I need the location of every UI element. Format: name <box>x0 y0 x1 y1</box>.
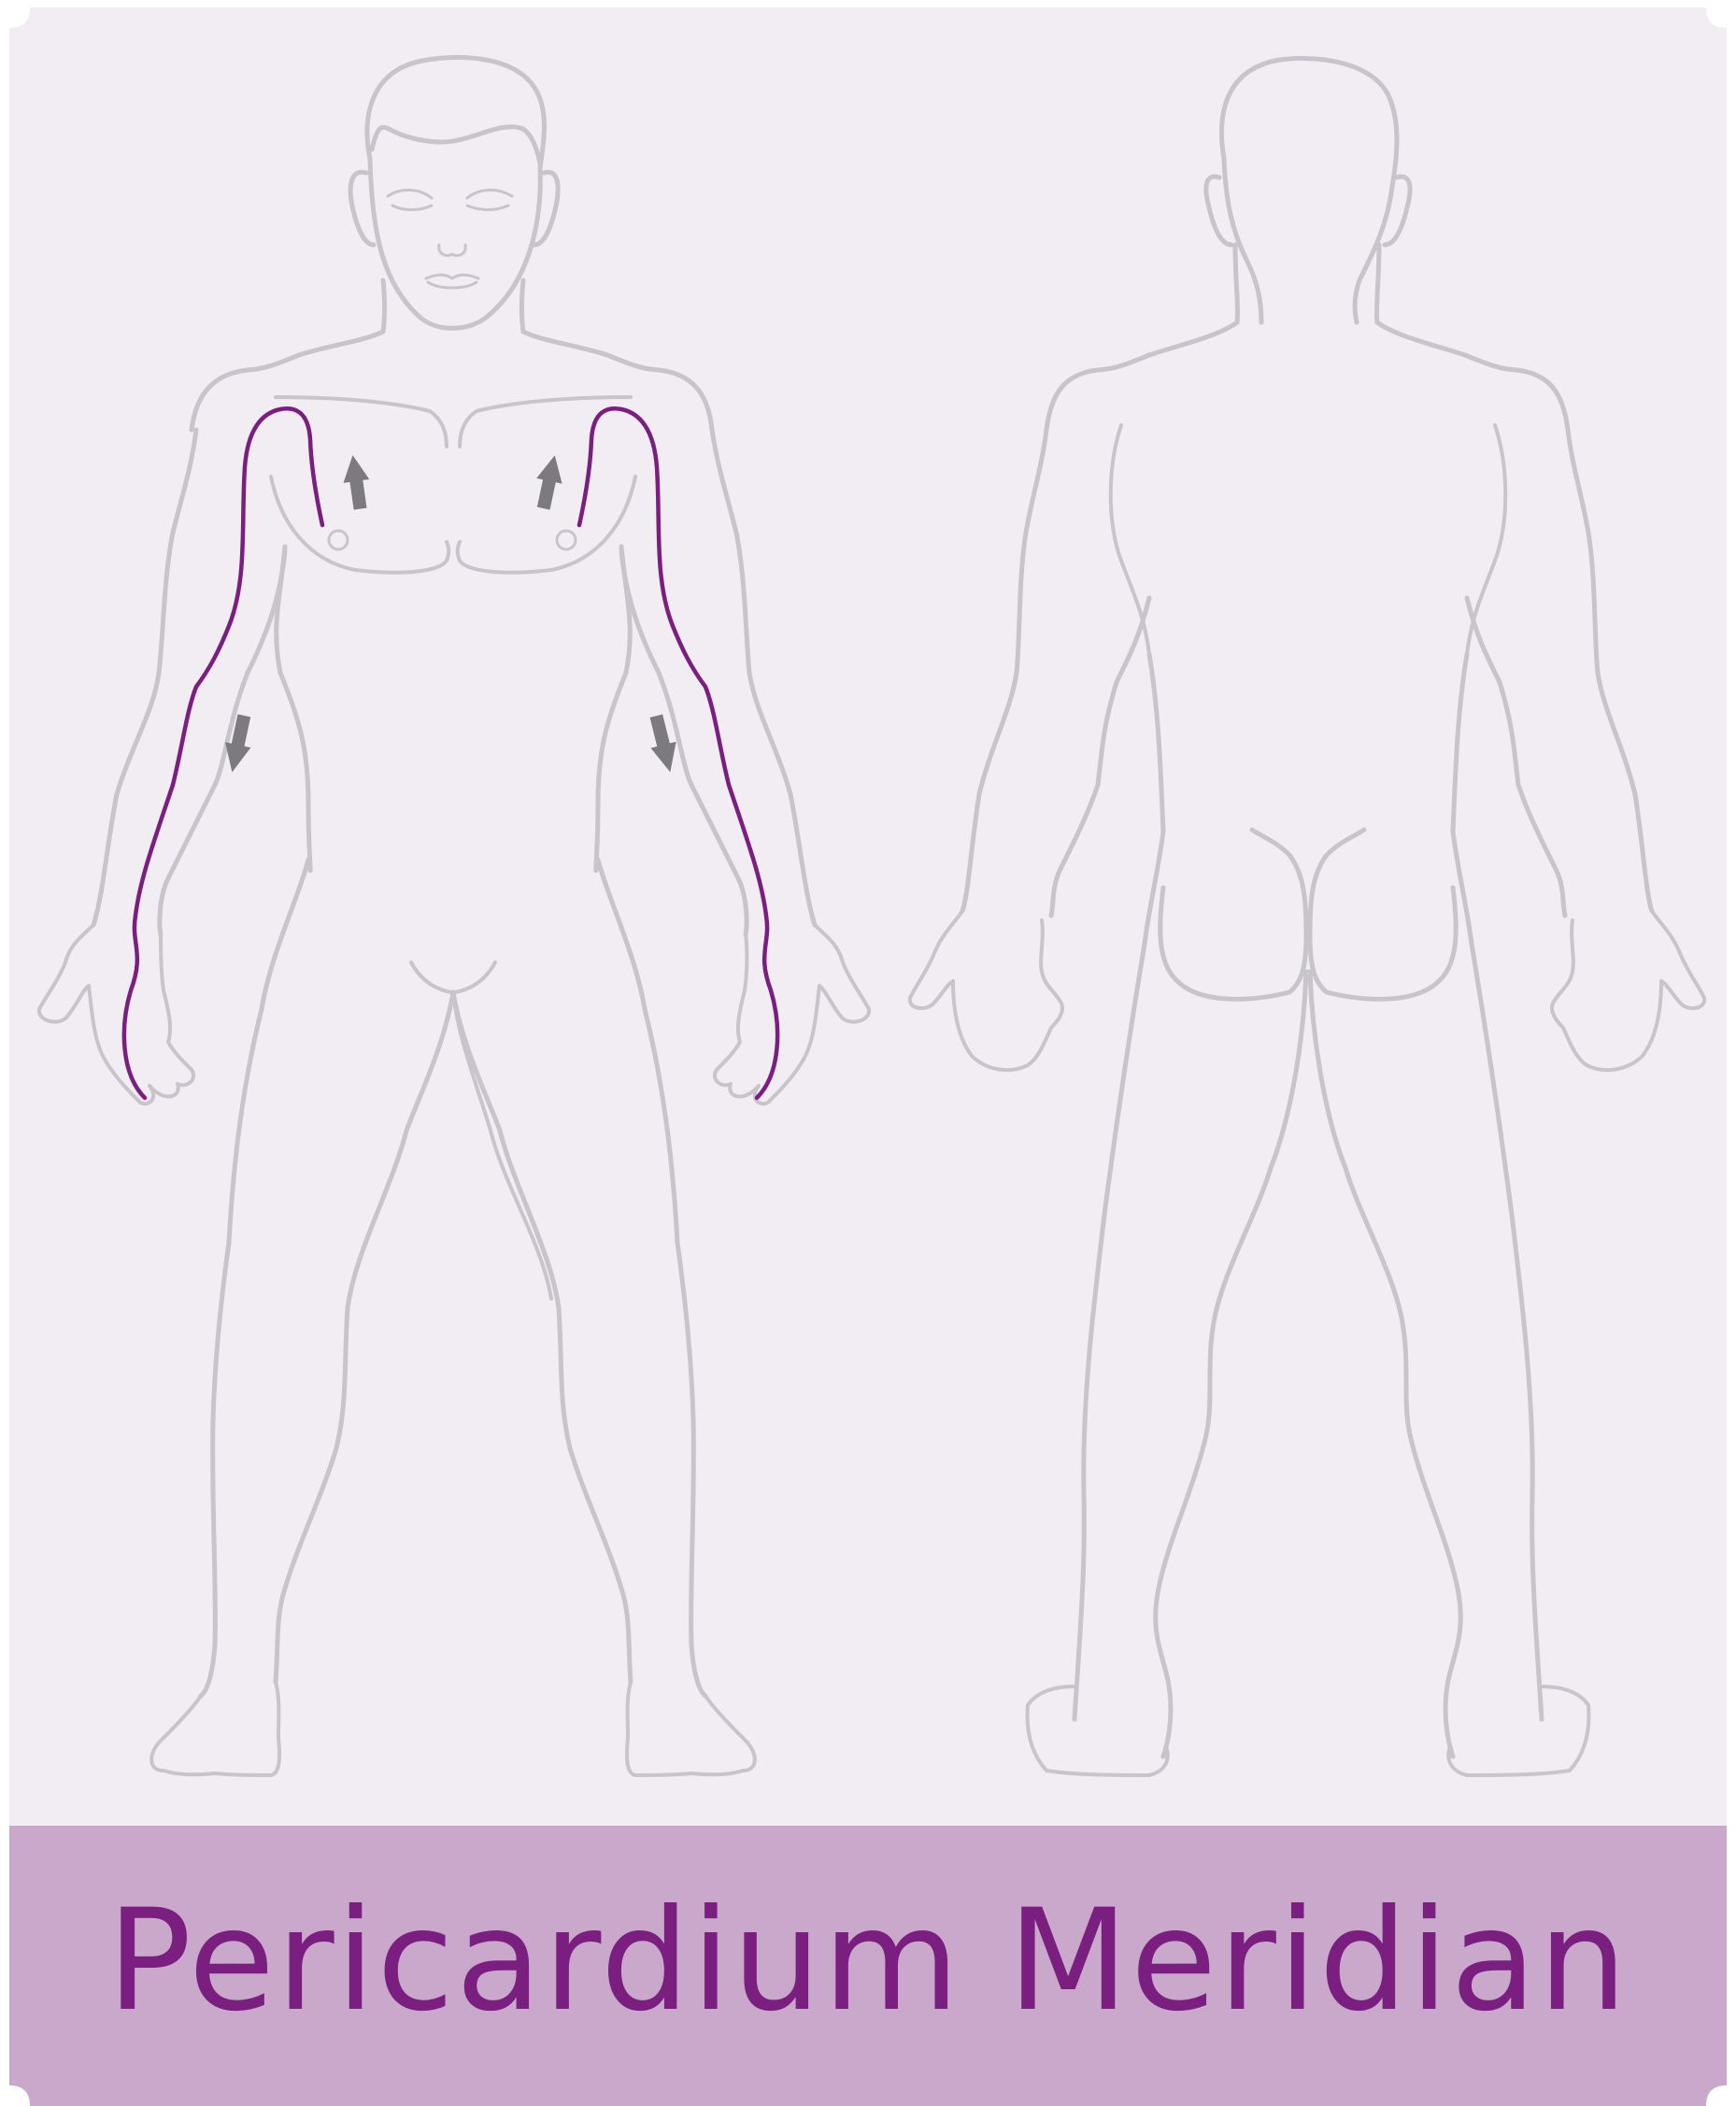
diagram-title: Pericardium Meridian <box>107 1891 1629 2031</box>
title-banner-text-area: Pericardium Meridian <box>9 1826 1727 2097</box>
